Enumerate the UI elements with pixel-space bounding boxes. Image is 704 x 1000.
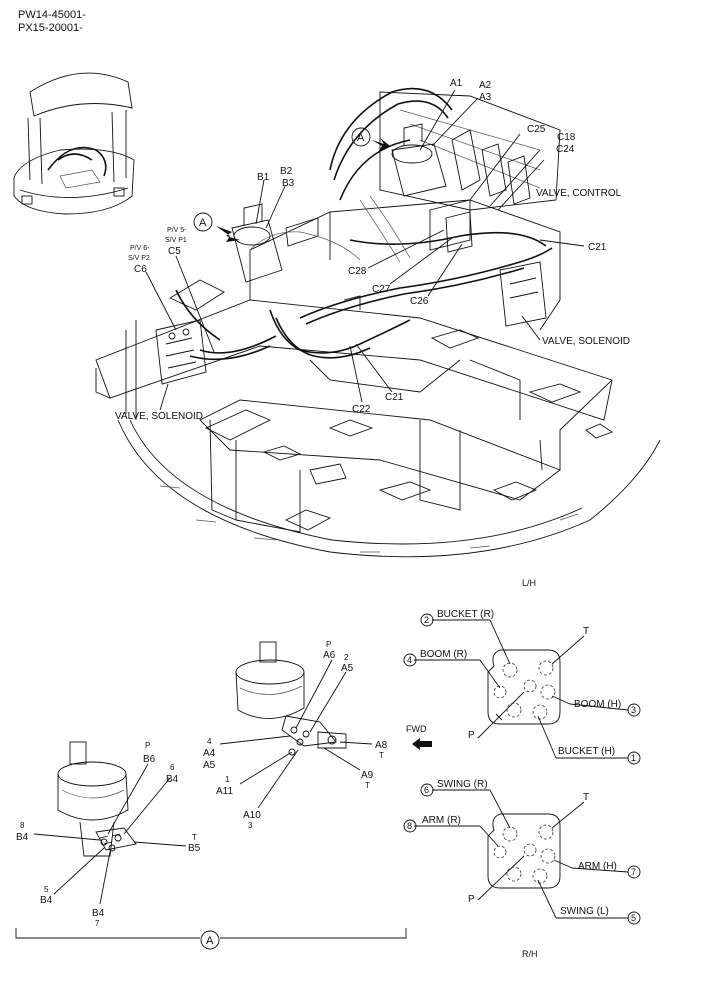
label-t-b5: T — [192, 833, 197, 842]
label-boom-h: BOOM (H) — [574, 699, 621, 710]
label-c26: C26 — [410, 296, 429, 307]
num-4-lh: 4 — [407, 655, 412, 665]
label-bucket-r: BUCKET (R) — [437, 609, 494, 620]
label-num5: 5 — [44, 885, 49, 894]
label-b5: B5 — [188, 843, 201, 854]
label-a9: A9 — [361, 770, 374, 781]
label-t-rh: T — [583, 792, 589, 803]
num-2-lh: 2 — [424, 615, 429, 625]
label-p-lh: P — [468, 730, 475, 741]
label-a2: A2 — [479, 80, 492, 91]
label-a5-low: A5 — [203, 760, 216, 771]
num-6-rh: 6 — [424, 785, 429, 795]
num-8-rh: 8 — [407, 821, 412, 831]
label-c24: C24 — [556, 144, 575, 155]
label-arm-r: ARM (R) — [422, 815, 461, 826]
label-b2: B2 — [280, 166, 293, 177]
label-rh: R/H — [522, 949, 538, 959]
port-diagram-rh — [403, 783, 641, 925]
view-arrow-a-top: A — [351, 127, 390, 152]
label-b3: B3 — [282, 178, 295, 189]
label-a3: A3 — [479, 92, 492, 103]
label-a11: A11 — [216, 786, 233, 797]
label-b6: B6 — [143, 754, 156, 765]
label-num2: 2 — [344, 653, 349, 662]
detail-a-bracket: A — [15, 928, 407, 950]
label-arm-h: ARM (H) — [578, 861, 617, 872]
label-valve-solenoid-right: VALVE, SOLENOID — [542, 336, 630, 347]
label-p-rh: P — [468, 894, 475, 905]
label-a5: A5 — [341, 663, 354, 674]
label-a8: A8 — [375, 740, 388, 751]
port-diagram-lh — [403, 613, 641, 765]
label-t-lh: T — [583, 626, 589, 637]
model-line-1: PW14-45001- — [18, 9, 86, 21]
label-lh: L/H — [522, 578, 536, 588]
label-valve-solenoid-left: VALVE, SOLENOID — [115, 411, 203, 422]
num-5-rh: 5 — [631, 913, 636, 923]
num-7-rh: 7 — [631, 867, 636, 877]
label-c18: C18 — [557, 132, 576, 143]
label-swing-l: SWING (L) — [560, 906, 609, 917]
marker-a-left: A — [199, 217, 207, 229]
marker-a-top: A — [357, 132, 365, 144]
label-num8: 8 — [20, 821, 25, 830]
label-num3: 3 — [248, 821, 253, 830]
fwd-arrow: FWD — [406, 724, 432, 750]
label-t2: T — [365, 781, 370, 790]
label-a6: A6 — [323, 650, 336, 661]
label-bucket-h: BUCKET (H) — [558, 746, 615, 757]
label-c5: C5 — [168, 246, 181, 257]
joystick-detail-right — [219, 641, 373, 809]
label-c22: C22 — [352, 404, 371, 415]
label-pv5-line2: S/V P1 — [165, 237, 187, 244]
model-line-2: PX15-20001- — [18, 22, 83, 34]
label-pv6-line2: S/V P2 — [128, 255, 150, 262]
label-b4-d: B4 — [92, 908, 105, 919]
label-num7: 7 — [95, 919, 100, 928]
label-num6: 6 — [170, 763, 175, 772]
label-b4-c: B4 — [40, 895, 53, 906]
num-1-lh: 1 — [631, 753, 636, 763]
top-leaders — [145, 89, 585, 411]
label-b1: B1 — [257, 172, 270, 183]
label-c21-bottom: C21 — [385, 392, 404, 403]
label-swing-r: SWING (R) — [437, 779, 488, 790]
label-c25: C25 — [527, 124, 546, 135]
label-b4-a: B4 — [166, 774, 179, 785]
label-num4: 4 — [207, 737, 212, 746]
label-b4-b: B4 — [16, 832, 29, 843]
label-boom-r: BOOM (R) — [420, 649, 467, 660]
label-c27: C27 — [372, 284, 391, 295]
label-a1: A1 — [450, 78, 463, 89]
label-a4: A4 — [203, 748, 216, 759]
label-c21-right: C21 — [588, 242, 607, 253]
label-pv5-line1: P/V 5- — [167, 227, 187, 234]
joystick-detail-left — [33, 741, 187, 905]
cab-thumbnail — [13, 72, 135, 215]
label-pv6-line1: P/V 6- — [130, 245, 150, 252]
label-c6: C6 — [134, 264, 147, 275]
label-num1: 1 — [225, 775, 230, 784]
label-valve-control: VALVE, CONTROL — [536, 188, 622, 199]
label-a10: A10 — [243, 810, 261, 821]
label-p-b6: P — [145, 741, 150, 750]
label-t1: T — [379, 751, 384, 760]
label-p-a6: P — [326, 640, 331, 649]
label-c28: C28 — [348, 266, 367, 277]
label-fwd: FWD — [406, 724, 427, 734]
upper-frame-assembly — [95, 87, 661, 558]
num-3-lh: 3 — [631, 705, 636, 715]
view-arrow-a-left: A — [193, 212, 240, 242]
label-group-a: A — [206, 935, 214, 947]
